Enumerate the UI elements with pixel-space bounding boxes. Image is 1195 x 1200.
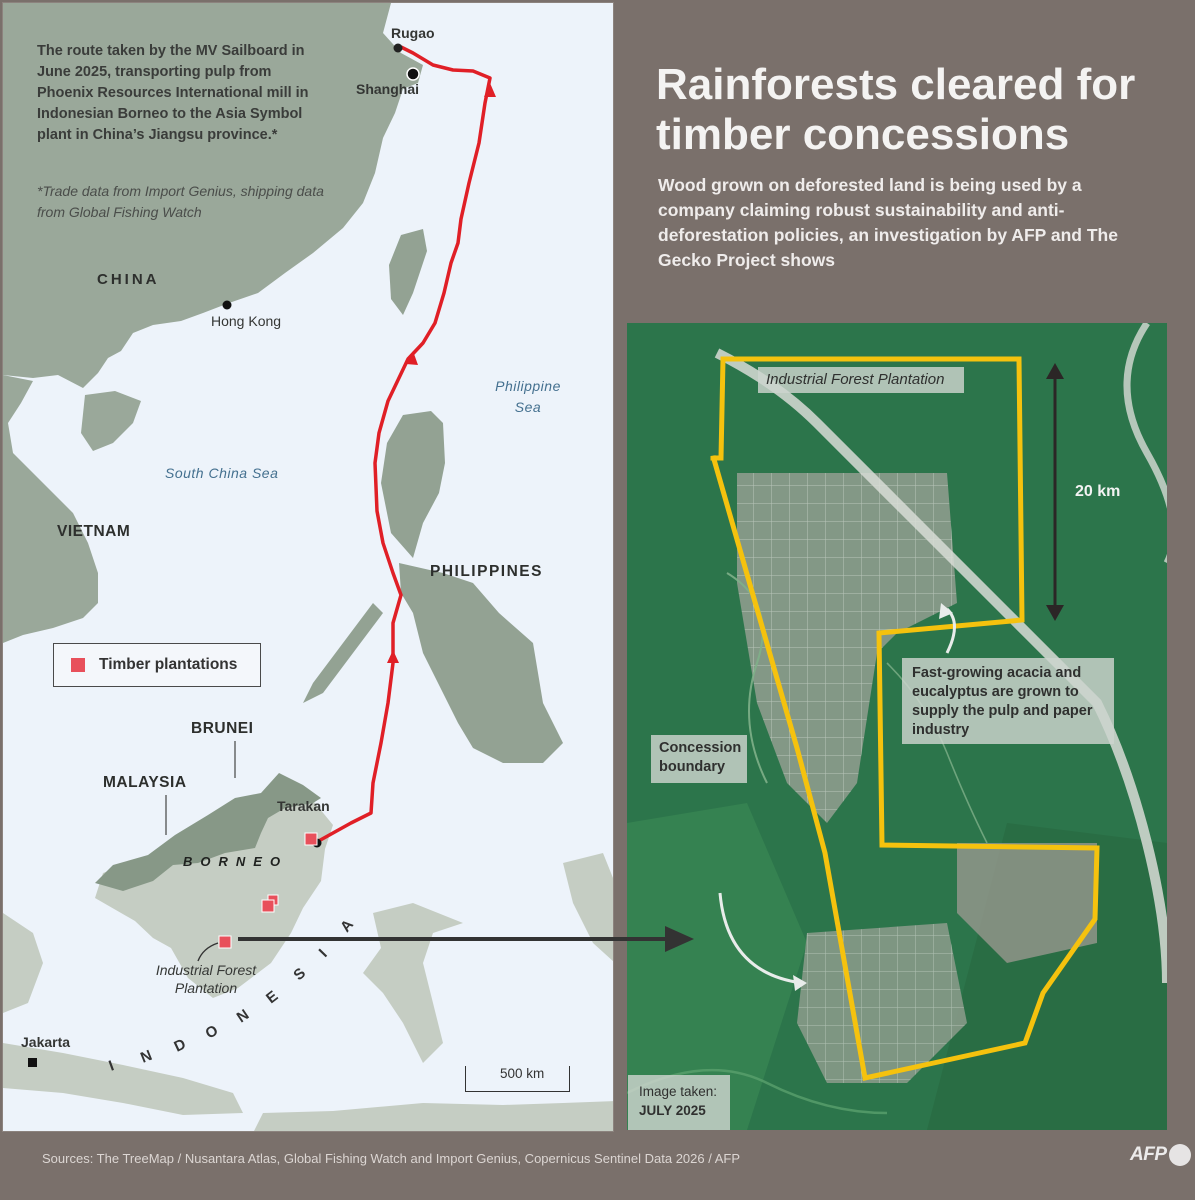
map-scale-bar: [465, 1066, 570, 1092]
java-landmass: [3, 1043, 243, 1115]
label-vietnam: VIETNAM: [57, 523, 131, 540]
afp-logo: AFP: [1130, 1144, 1191, 1166]
legend-label: Timber plantations: [99, 656, 238, 673]
vietnam-landmass: [3, 375, 98, 643]
label-china: CHINA: [97, 271, 160, 288]
plantation-marker: [218, 935, 232, 949]
label-south-china-sea: South China Sea: [165, 465, 279, 481]
sulawesi-landmass: [363, 903, 463, 1063]
palawan-island: [303, 603, 383, 703]
jakarta-marker: [28, 1058, 37, 1067]
map-scale-label: 500 km: [500, 1066, 545, 1081]
map-legend: Timber plantations: [53, 643, 261, 687]
label-tarakan: Tarakan: [277, 798, 330, 814]
label-borneo: BORNEO: [183, 854, 289, 869]
label-philippine-sea: Philippine Sea: [495, 378, 561, 415]
label-philippines: PHILIPPINES: [430, 563, 543, 580]
hainan-island: [81, 391, 141, 451]
rugao-dot: [393, 43, 403, 53]
satellite-scale-label: 20 km: [1075, 483, 1121, 500]
afp-logo-text: AFP: [1130, 1144, 1167, 1165]
route-direction-arrow: [387, 650, 399, 663]
concession-boundary: [710, 356, 1100, 1081]
industrial-forest-plantation-label: Industrial Forest Plantation: [758, 367, 964, 393]
label-industrial-forest-plantation: Industrial Forest Plantation: [155, 962, 257, 996]
label-brunei: BRUNEI: [191, 720, 254, 737]
data-source-note: *Trade data from Import Genius, shipping…: [37, 183, 324, 220]
svg-text:I: I: [316, 946, 331, 961]
basemap: I N D O N E S I A: [3, 3, 613, 1131]
route-description: The route taken by the MV Sailboard in J…: [37, 43, 309, 143]
china-landmass: [3, 3, 423, 388]
luzon-island: [381, 411, 445, 558]
route-direction-arrow: [406, 351, 418, 365]
plantation-pointer-arrow-icon: [939, 603, 953, 619]
svg-text:N: N: [234, 1006, 252, 1026]
concession-pointer-arrow-icon: [793, 975, 807, 991]
image-taken-label: Image taken:: [639, 1084, 718, 1099]
plantation-marker: [261, 899, 275, 913]
route-map: I N D O N E S I A The route taken by the…: [2, 2, 614, 1132]
label-jakarta: Jakarta: [21, 1034, 71, 1050]
svg-text:A: A: [337, 916, 357, 935]
scale-arrow-top-icon: [1046, 363, 1064, 379]
fast-growing-annotation: Fast-growing acacia and eucalyptus are g…: [902, 658, 1114, 744]
page-title: Rainforests cleared for timber concessio…: [656, 60, 1136, 159]
sumatra-edge: [3, 913, 43, 1013]
image-date-box: Image taken: JULY 2025: [628, 1075, 730, 1130]
scale-arrow-bottom-icon: [1046, 605, 1064, 621]
label-shanghai: Shanghai: [356, 81, 420, 97]
plantation-swatch-icon: [71, 658, 85, 672]
svg-text:S: S: [290, 965, 309, 984]
hong-kong-dot: [222, 300, 232, 310]
label-rugao: Rugao: [391, 25, 435, 41]
svg-text:I: I: [107, 1057, 117, 1074]
shanghai-dot: [406, 67, 420, 81]
sources-credit: Sources: The TreeMap / Nusantara Atlas, …: [42, 1151, 741, 1166]
afp-logo-circle-icon: [1168, 1144, 1191, 1166]
malaysia-borneo: [95, 773, 321, 891]
svg-text:E: E: [263, 988, 281, 1008]
lesser-sunda: [254, 1101, 613, 1131]
svg-text:N: N: [138, 1047, 154, 1067]
borneo-landmass: [95, 775, 333, 998]
concession-boundary-annotation: Concession boundary: [651, 735, 747, 783]
route-direction-arrow: [484, 83, 496, 97]
taiwan-island: [389, 229, 427, 315]
plantation-marker: [304, 832, 318, 846]
svg-text:O: O: [203, 1022, 222, 1043]
svg-text:D: D: [172, 1036, 189, 1056]
label-hong-kong: Hong Kong: [211, 313, 282, 329]
label-malaysia: MALAYSIA: [103, 774, 187, 791]
satellite-imagery: [627, 323, 1167, 1130]
maluku: [563, 853, 613, 962]
page-subtitle: Wood grown on deforested land is being u…: [658, 175, 1118, 270]
visayas-mindanao: [399, 563, 563, 763]
image-taken-date: JULY 2025: [639, 1103, 706, 1118]
shipping-route: [314, 45, 492, 845]
